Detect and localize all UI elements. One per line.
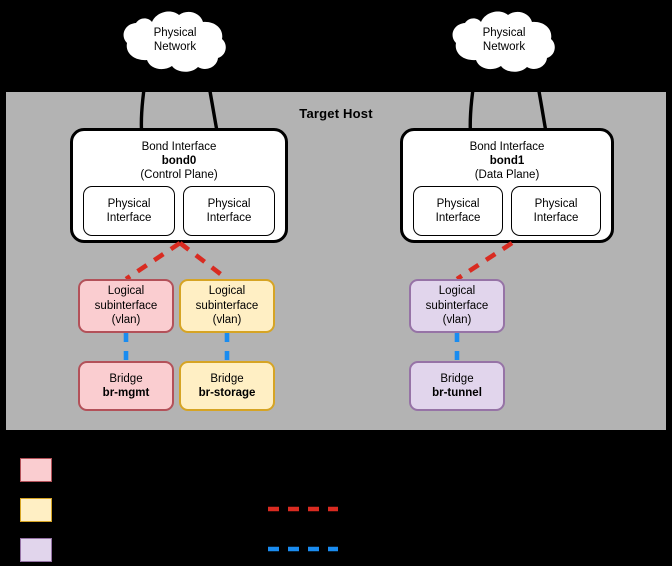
cloud-shape-icon (452, 11, 555, 72)
cloud-left-line2: Network (153, 41, 197, 53)
bridge-mgmt-text: Bridge br-mgmt (102, 372, 150, 400)
bond0-title: Bond Interface (141, 141, 217, 153)
bridge-box-br-storage[interactable]: Bridge br-storage (179, 361, 275, 411)
vlan-box-tunnel[interactable]: Logical subinterface (vlan) (409, 279, 505, 333)
bond1-physical-interface-1[interactable]: Physical Interface (413, 186, 503, 236)
bond0-name: bond0 (161, 155, 197, 167)
legend-swatch-storage (20, 498, 52, 522)
vlan-box-storage[interactable]: Logical subinterface (vlan) (179, 279, 275, 333)
cloud-right-line1: Physical (482, 27, 526, 39)
vlan-box-mgmt[interactable]: Logical subinterface (vlan) (78, 279, 174, 333)
cloud-physical-network-right: Physical Network (450, 8, 558, 74)
bond0-physical-interface-2[interactable]: Physical Interface (183, 186, 275, 236)
vlan-tunnel-text: Logical subinterface (vlan) (425, 285, 489, 327)
bond0-pif1-text: Physical Interface (106, 198, 152, 224)
bridge-box-br-mgmt[interactable]: Bridge br-mgmt (78, 361, 174, 411)
legend-swatch-mgmt (20, 458, 52, 482)
bond1-pif1-text: Physical Interface (435, 198, 481, 224)
bridge-tunnel-text: Bridge br-tunnel (432, 372, 482, 400)
bond1-pif2-text: Physical Interface (533, 198, 579, 224)
bridge-storage-text: Bridge br-storage (198, 372, 256, 400)
bond0-pif2-text: Physical Interface (206, 198, 252, 224)
bond-box-bond1[interactable]: Bond Interface bond1 (Data Plane) Physic… (400, 128, 614, 243)
bond1-title-block: Bond Interface bond1 (Data Plane) (403, 140, 611, 182)
vlan-storage-text: Logical subinterface (vlan) (195, 285, 259, 327)
legend-line-blue-sample (268, 546, 338, 552)
bond1-title: Bond Interface (469, 141, 545, 153)
bond0-physical-interface-1[interactable]: Physical Interface (83, 186, 175, 236)
cloud-left-text: Physical Network (121, 26, 229, 54)
bond-box-bond0[interactable]: Bond Interface bond0 (Control Plane) Phy… (70, 128, 288, 243)
cloud-right-text: Physical Network (450, 26, 558, 54)
cloud-left-line1: Physical (153, 27, 197, 39)
target-host-label: Target Host (299, 106, 373, 121)
bond1-role: (Data Plane) (474, 169, 540, 181)
legend-swatch-tunnel (20, 538, 52, 562)
cloud-physical-network-left: Physical Network (121, 8, 229, 74)
cloud-right-line2: Network (482, 41, 526, 53)
legend-line-red-sample (268, 506, 338, 512)
bond1-physical-interface-2[interactable]: Physical Interface (511, 186, 601, 236)
cloud-shape-icon (123, 11, 226, 72)
bond0-title-block: Bond Interface bond0 (Control Plane) (73, 140, 285, 182)
bond1-name: bond1 (489, 155, 525, 167)
bridge-box-br-tunnel[interactable]: Bridge br-tunnel (409, 361, 505, 411)
bond0-role: (Control Plane) (140, 169, 218, 181)
vlan-mgmt-text: Logical subinterface (vlan) (94, 285, 158, 327)
